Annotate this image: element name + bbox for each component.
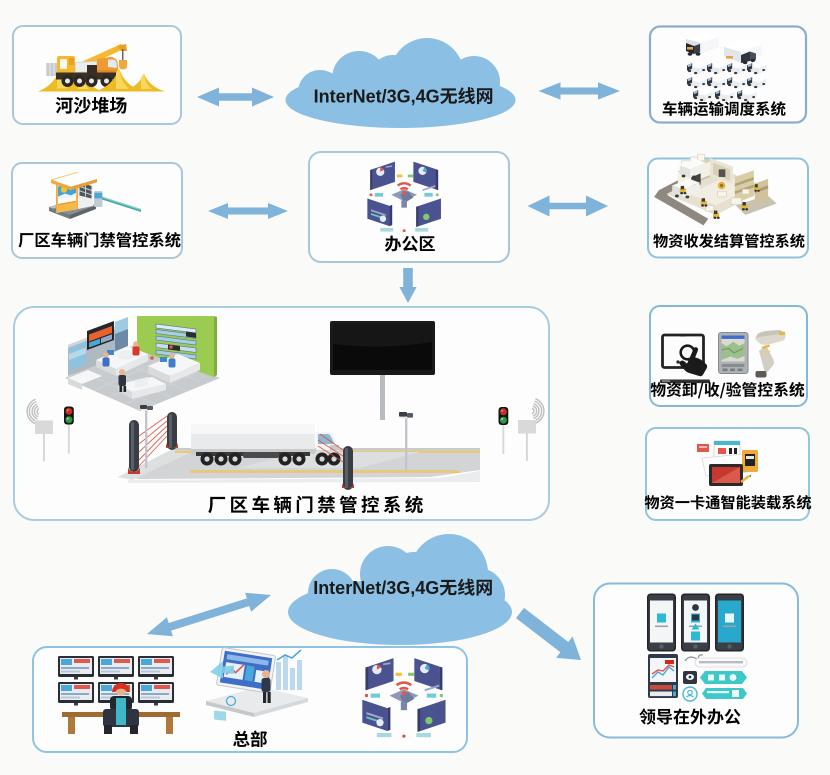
svg-text:InterNet/3G,4G: InterNet/3G,4G: [314, 87, 440, 107]
svg-text:InterNet/3G,4G: InterNet/3G,4G: [313, 578, 439, 598]
